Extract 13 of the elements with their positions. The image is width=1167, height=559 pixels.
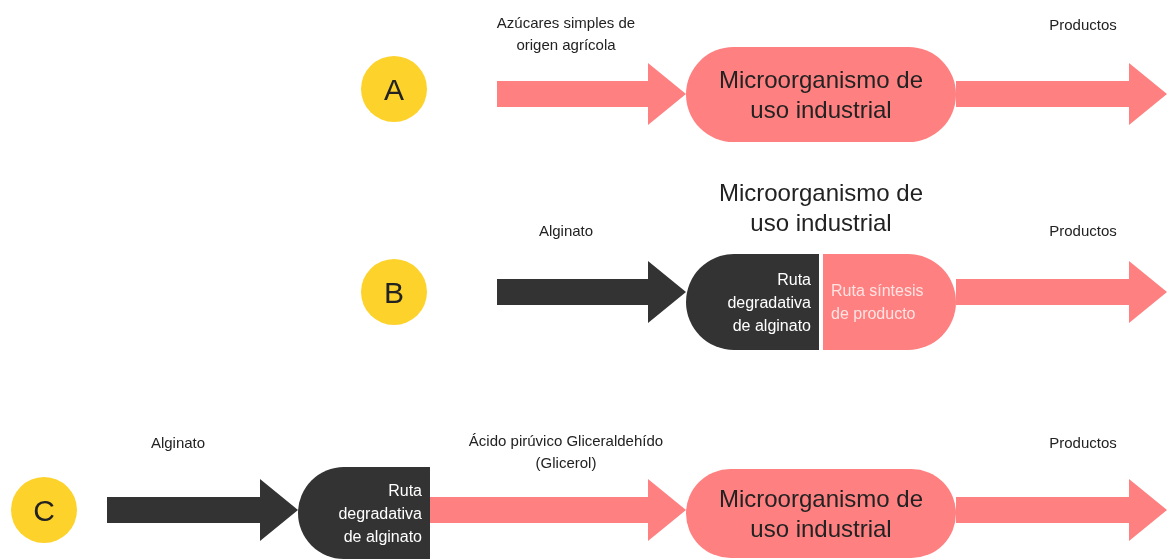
process-pill: Microorganismo de uso industrial (686, 47, 956, 142)
block-arrow (497, 261, 686, 323)
block-arrow (956, 261, 1167, 323)
block-arrow (497, 63, 686, 125)
pathway-block: Ruta síntesis de producto (823, 254, 956, 350)
pill-heading: Microorganismo de uso industrial (717, 178, 925, 238)
process-pill: Microorganismo de uso industrial (686, 469, 956, 558)
block-arrow (956, 479, 1167, 541)
pathway-block: Ruta degradativa de alginato (298, 467, 430, 559)
block-arrow (430, 479, 686, 541)
block-arrow (956, 63, 1167, 125)
block-arrow (107, 479, 298, 541)
pathway-block: Ruta degradativa de alginato (686, 254, 819, 350)
